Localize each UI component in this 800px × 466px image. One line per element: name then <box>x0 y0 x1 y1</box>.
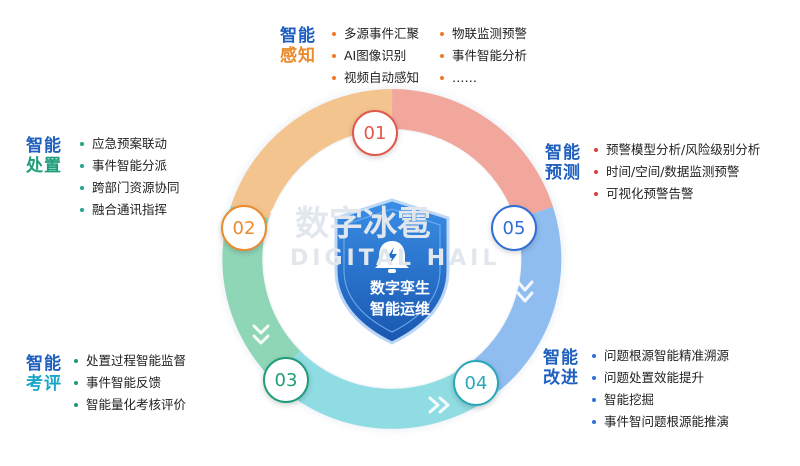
list-item: …… <box>438 67 527 89</box>
list-item: 事件智问题根源能推演 <box>590 411 729 433</box>
title-improvement: 智能 改进 <box>543 348 579 388</box>
list-item: 智能量化考核评价 <box>72 394 186 416</box>
arc-perception <box>391 89 554 220</box>
center-title-line2: 智能运维 <box>369 300 430 318</box>
list-item: 视频自动感知 <box>330 67 419 89</box>
title-evaluation-line2: 考评 <box>26 374 62 394</box>
title-disposal: 智能 处置 <box>26 136 62 176</box>
list-item: 融合通讯指挥 <box>78 199 180 221</box>
list-item: 物联监测预警 <box>438 23 527 45</box>
title-prediction-line2: 预测 <box>545 163 581 183</box>
list-item: 处置过程智能监督 <box>72 350 186 372</box>
title-prediction: 智能 预测 <box>545 143 581 183</box>
list-item: 事件智能分析 <box>438 45 527 67</box>
node-04: 04 <box>453 360 499 406</box>
title-disposal-line2: 处置 <box>26 156 62 176</box>
title-prediction-line1: 智能 <box>545 143 581 163</box>
list-item: AI图像识别 <box>330 45 419 67</box>
list-item: 问题处置效能提升 <box>590 367 729 389</box>
perception-list-left: 多源事件汇聚 AI图像识别 视频自动感知 <box>330 23 419 89</box>
title-improvement-line2: 改进 <box>543 368 579 388</box>
node-01: 01 <box>352 110 398 156</box>
node-03: 03 <box>263 357 309 403</box>
arc-prediction <box>473 206 562 391</box>
list-item: 事件智能分派 <box>78 155 180 177</box>
list-item: 跨部门资源协同 <box>78 177 180 199</box>
title-perception: 智能 感知 <box>280 26 316 66</box>
title-improvement-line1: 智能 <box>543 348 579 368</box>
bell-alert-icon <box>375 241 409 273</box>
list-item: 多源事件汇聚 <box>330 23 419 45</box>
evaluation-list: 处置过程智能监督 事件智能反馈 智能量化考核评价 <box>72 350 186 416</box>
list-item: 事件智能反馈 <box>72 372 186 394</box>
list-item: 预警模型分析/风险级别分析 <box>592 139 760 161</box>
list-item: 应急预案联动 <box>78 133 180 155</box>
disposal-list: 应急预案联动 事件智能分派 跨部门资源协同 融合通讯指挥 <box>78 133 180 221</box>
title-evaluation: 智能 考评 <box>26 354 62 394</box>
watermark-en: DIGITAL HAIL <box>290 246 501 271</box>
title-evaluation-line1: 智能 <box>26 354 62 374</box>
chevron-arrows <box>252 140 534 414</box>
prediction-list: 预警模型分析/风险级别分析 时间/空间/数据监测预警 可视化预警告警 <box>592 139 760 205</box>
list-item: 可视化预警告警 <box>592 183 760 205</box>
watermark-cn: 数字冰雹 <box>295 204 431 244</box>
list-item: 时间/空间/数据监测预警 <box>592 161 760 183</box>
title-perception-line1: 智能 <box>280 26 316 46</box>
center-title-line1: 数字孪生 <box>369 279 430 297</box>
title-perception-line2: 感知 <box>280 46 316 66</box>
node-05: 05 <box>491 205 537 251</box>
perception-list-right: 物联监测预警 事件智能分析 …… <box>438 23 527 89</box>
node-02: 02 <box>221 205 267 251</box>
title-disposal-line1: 智能 <box>26 136 62 156</box>
list-item: 问题根源智能精准溯源 <box>590 345 729 367</box>
list-item: 智能挖掘 <box>590 389 729 411</box>
improvement-list: 问题根源智能精准溯源 问题处置效能提升 智能挖掘 事件智问题根源能推演 <box>590 345 729 433</box>
